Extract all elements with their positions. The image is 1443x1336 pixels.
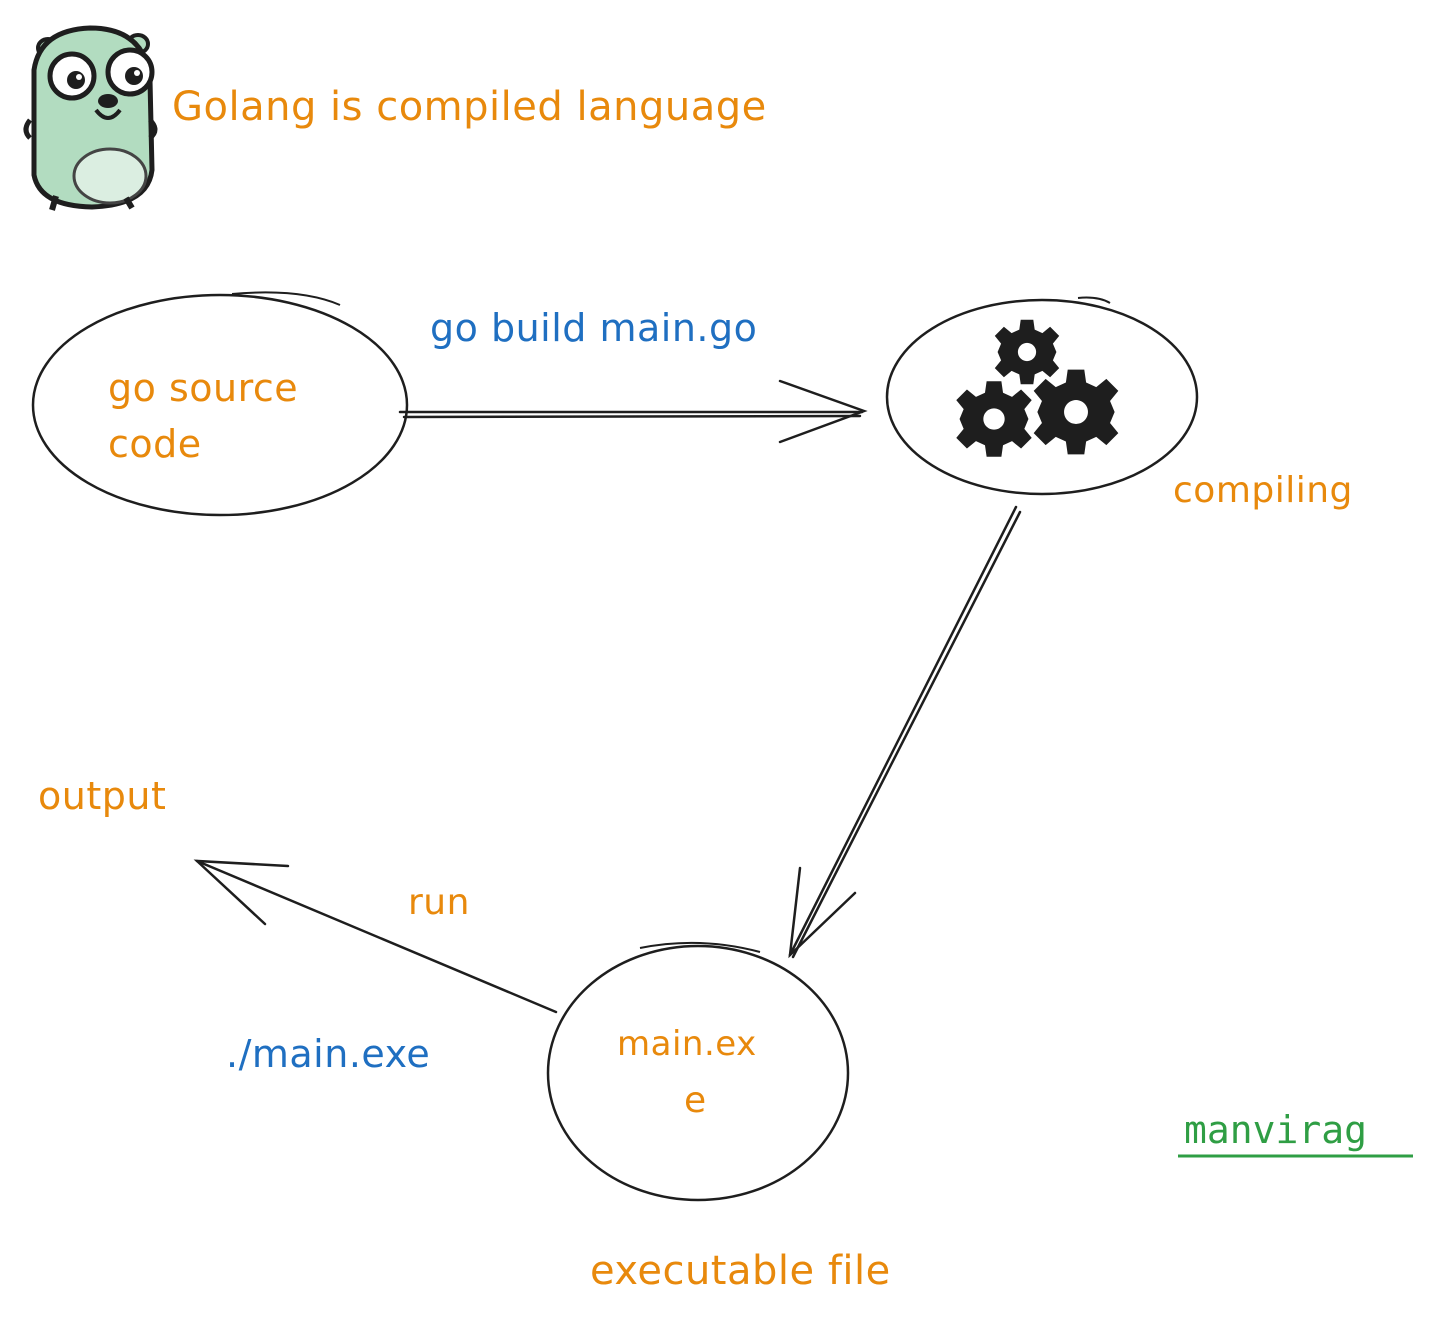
compiling-label: compiling bbox=[1173, 470, 1353, 511]
executable-node-label-line1: main.ex bbox=[617, 1024, 757, 1064]
executable-node-label-line2: e bbox=[684, 1080, 707, 1121]
run-label: run bbox=[408, 882, 470, 923]
executable-node bbox=[546, 941, 850, 1202]
compiler-node bbox=[885, 296, 1199, 496]
build-command-label: go build main.go bbox=[430, 306, 758, 350]
source-node-label-line1: go source bbox=[108, 366, 299, 410]
gopher-icon bbox=[23, 25, 158, 211]
run-arrow bbox=[193, 859, 558, 1014]
compile-arrow bbox=[788, 505, 1022, 959]
author-link[interactable]: manvirag bbox=[1184, 1108, 1368, 1152]
page-title: Golang is compiled language bbox=[172, 84, 767, 130]
build-arrow bbox=[398, 379, 868, 444]
gears-icon bbox=[956, 319, 1119, 457]
executable-file-label: executable file bbox=[590, 1248, 891, 1294]
run-command-label: ./main.exe bbox=[226, 1032, 431, 1076]
source-code-node bbox=[31, 291, 409, 517]
output-label: output bbox=[38, 774, 167, 818]
source-node-label-line2: code bbox=[108, 422, 202, 466]
